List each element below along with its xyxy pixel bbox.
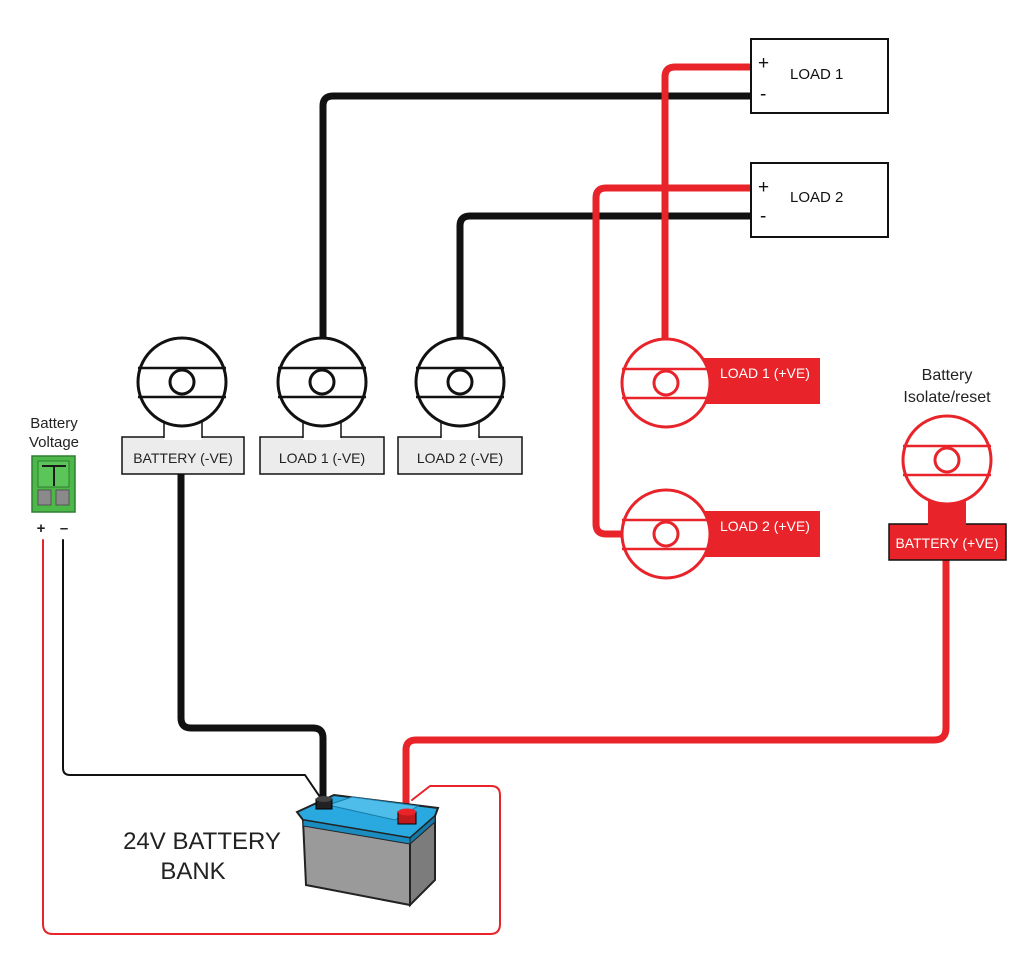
isolate-label: BATTERY (+VE) (895, 535, 998, 551)
wire-battery-negative (177, 378, 327, 804)
switch-load1-negative[interactable]: LOAD 1 (-VE) (259, 336, 385, 475)
switch-battery-isolate[interactable]: Battery Isolate/reset BATTERY (+VE) (888, 367, 1007, 561)
load-box-1: + - LOAD 1 (750, 38, 889, 114)
wire-voltmeter-positive (42, 539, 501, 935)
switch-label-load1-negative: LOAD 1 (-VE) (279, 450, 365, 466)
isolate-title-line1: Battery (922, 367, 973, 384)
switch-load2-positive[interactable]: LOAD 2 (+VE) (620, 488, 820, 580)
battery-bank: 24V BATTERY BANK (123, 793, 440, 908)
battery-positive-terminal (397, 808, 417, 825)
switch-battery-negative[interactable]: BATTERY (-VE) (121, 336, 245, 475)
wire-load2-positive (592, 184, 756, 538)
switch-label-load2-negative: LOAD 2 (-VE) (417, 450, 503, 466)
load-1-minus: - (760, 84, 766, 105)
battery-label-line1: 24V BATTERY (123, 828, 281, 855)
switch-label-load1-positive: LOAD 1 (+VE) (720, 365, 810, 381)
load-1-label: LOAD 1 (790, 66, 843, 83)
switch-label-load2-positive: LOAD 2 (+VE) (720, 518, 810, 534)
switch-label-battery-negative: BATTERY (-VE) (133, 450, 233, 466)
load-2-plus: + (758, 177, 769, 198)
wires (42, 63, 950, 935)
load-box-2: + - LOAD 2 (750, 162, 889, 238)
wire-load1-positive (661, 63, 756, 386)
load-2-minus: - (760, 206, 766, 227)
wire-load1-negative (319, 92, 756, 386)
load-1-plus: + (758, 53, 769, 74)
switch-load1-positive[interactable]: LOAD 1 (+VE) (620, 337, 820, 429)
battery-negative-terminal (315, 796, 333, 810)
load-2-label: LOAD 2 (790, 189, 843, 206)
switch-load2-negative[interactable]: LOAD 2 (-VE) (397, 336, 523, 475)
voltage-plus: + (37, 520, 46, 537)
isolate-title-line2: Isolate/reset (903, 389, 991, 406)
voltage-title-line2: Voltage (29, 434, 79, 451)
voltage-minus: – (60, 520, 68, 537)
battery-label-line2: BANK (160, 858, 225, 885)
battery-voltage-terminal: Battery Voltage + – (29, 415, 79, 537)
wire-load2-negative (456, 212, 756, 386)
voltage-title-line1: Battery (30, 415, 78, 432)
wire-battery-positive (402, 456, 950, 819)
wire-voltmeter-negative (62, 539, 323, 801)
